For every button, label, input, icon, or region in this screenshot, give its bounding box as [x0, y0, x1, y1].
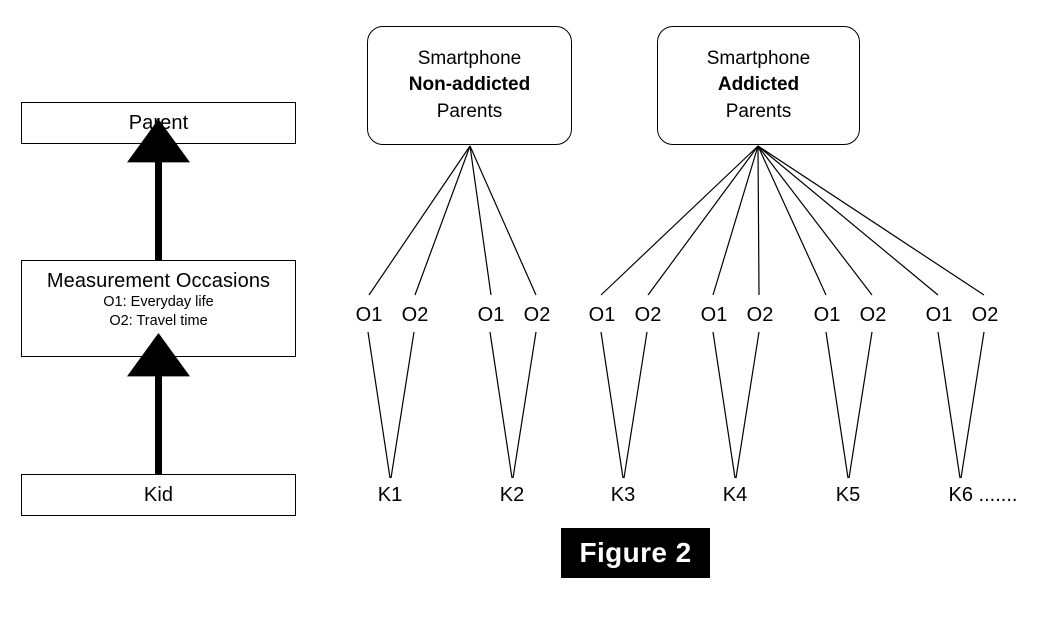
group-box-non-addicted-parents: Smartphone Non-addicted Parents [367, 26, 572, 145]
fan-lines-addicted [600, 145, 985, 296]
connector-o-pair-to-k5 [825, 331, 873, 479]
level-box-measurement-occasions-title: Measurement Occasions [46, 270, 271, 292]
occasion-label-k1-o1: O1 [355, 304, 383, 326]
measurement-occasion-o2-description: O2: Travel time [109, 313, 208, 330]
connector-o-pair-to-k4 [712, 331, 760, 479]
measurement-occasion-o1-description: O1: Everyday life [103, 294, 214, 310]
connector-o-pair-to-k2 [489, 331, 537, 479]
connector-o-pair-to-k3 [600, 331, 648, 479]
occasion-label-k2-o2: O2 [523, 304, 551, 326]
fan-lines-non-addicted [368, 145, 537, 296]
group-box-addicted-parents: Smartphone Addicted Parents [657, 26, 860, 145]
level-box-kid: Kid [21, 474, 296, 516]
kid-label-k3: K3 [610, 484, 636, 506]
group-non-addicted-line-1: Smartphone [417, 48, 522, 70]
level-box-kid-title: Kid [143, 483, 174, 506]
kid-label-k6: K6 ....... [948, 484, 1018, 506]
level-box-measurement-occasions: Measurement Occasions O1: Everyday life … [21, 260, 296, 357]
occasion-label-k5-o1: O1 [813, 304, 841, 326]
group-addicted-line-3: Parents [725, 100, 792, 122]
occasion-label-k4-o1: O1 [700, 304, 728, 326]
connector-o-pair-to-k1 [367, 331, 415, 479]
occasion-label-k4-o2: O2 [746, 304, 774, 326]
occasion-label-k6-o2: O2 [971, 304, 999, 326]
occasion-label-k1-o2: O2 [401, 304, 429, 326]
kid-label-k2: K2 [499, 484, 525, 506]
occasion-label-k5-o2: O2 [859, 304, 887, 326]
connector-o-pair-to-k6 [937, 331, 985, 479]
kid-label-k1: K1 [377, 484, 403, 506]
group-addicted-line-2: Addicted [717, 74, 800, 96]
figure-caption: Figure 2 [561, 528, 710, 578]
level-box-parent: Parent [21, 102, 296, 144]
group-non-addicted-line-2: Non-addicted [408, 74, 531, 96]
kid-label-k5: K5 [835, 484, 861, 506]
group-addicted-line-1: Smartphone [706, 48, 811, 70]
group-non-addicted-line-3: Parents [436, 100, 503, 122]
occasion-label-k6-o1: O1 [925, 304, 953, 326]
occasion-label-k2-o1: O1 [477, 304, 505, 326]
level-box-parent-title: Parent [128, 111, 189, 134]
occasion-label-k3-o1: O1 [588, 304, 616, 326]
kid-label-k4: K4 [722, 484, 748, 506]
occasion-label-k3-o2: O2 [634, 304, 662, 326]
